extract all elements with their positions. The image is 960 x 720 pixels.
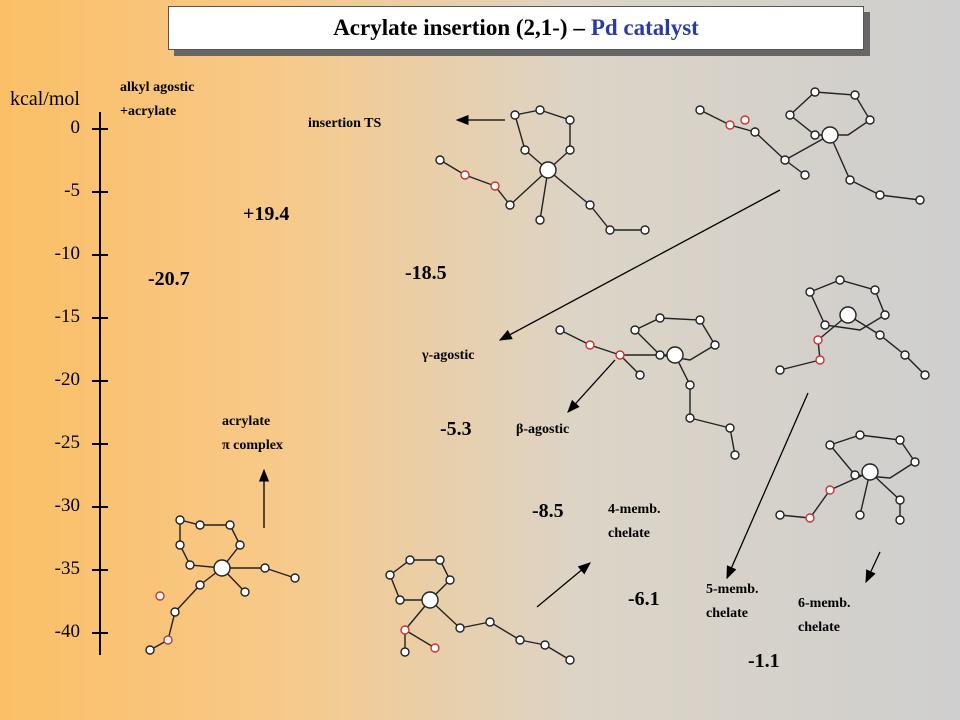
reaction-arrows bbox=[258, 114, 881, 608]
molecule-beta-agostic bbox=[555, 313, 740, 460]
tick-0: 0 bbox=[70, 117, 81, 138]
label-acrylate-line2: π complex bbox=[222, 438, 283, 453]
label-6memb-line2: chelate bbox=[798, 620, 840, 635]
molecule-5memb-chelate bbox=[775, 275, 930, 380]
energy-gamma-agostic: -18.5 bbox=[405, 262, 447, 284]
arrow-to-6memb bbox=[865, 551, 881, 584]
label-acrylate-complex: acrylate π complex bbox=[222, 410, 283, 458]
label-5memb-line1: 5-memb. bbox=[706, 582, 759, 597]
label-insertion-ts: insertion TS bbox=[308, 116, 382, 131]
label-alkyl-agostic: alkyl agostic +acrylate bbox=[120, 76, 194, 124]
title-highlight: Pd catalyst bbox=[590, 15, 699, 40]
tick-20: -20 bbox=[54, 369, 80, 390]
energy-4memb-chelate: -8.5 bbox=[532, 500, 564, 522]
molecule-alkyl-agostic bbox=[385, 555, 575, 665]
label-6memb-line1: 6-memb. bbox=[798, 596, 851, 611]
label-4memb-line2: chelate bbox=[608, 526, 650, 541]
label-acrylate-line1: acrylate bbox=[222, 414, 271, 429]
label-5memb-line2: chelate bbox=[706, 606, 748, 621]
label-4memb-line1: 4-memb. bbox=[608, 502, 661, 517]
label-alkyl-agostic-line1: alkyl agostic bbox=[120, 80, 195, 95]
molecule-insertion-ts bbox=[435, 105, 650, 235]
arrow-to-beta bbox=[567, 359, 616, 413]
molecule-gamma-agostic bbox=[695, 87, 925, 205]
label-6memb-chelate: 6-memb. chelate bbox=[798, 592, 851, 640]
title-text: Acrylate insertion (2,1-) – bbox=[333, 15, 585, 40]
energy-insertion-ts: +19.4 bbox=[243, 203, 290, 225]
tick-30: -30 bbox=[54, 495, 80, 516]
tick-15: -15 bbox=[54, 306, 80, 327]
molecule-acrylate-complex bbox=[145, 515, 300, 655]
tick-40: -40 bbox=[54, 621, 80, 642]
molecule-6memb-chelate bbox=[775, 430, 920, 525]
energy-axis bbox=[92, 112, 108, 655]
tick-25: -25 bbox=[54, 432, 80, 453]
energy-5memb-chelate: -6.1 bbox=[628, 588, 660, 610]
label-beta-agostic: β-agostic bbox=[516, 422, 570, 437]
arrow-to-4memb bbox=[536, 562, 592, 608]
arrow-to-5memb bbox=[726, 392, 809, 580]
tick-5: -5 bbox=[64, 180, 80, 201]
tick-35: -35 bbox=[54, 558, 80, 579]
label-gamma-agostic: γ-agostic bbox=[422, 348, 475, 363]
energy-alkyl-agostic: -20.7 bbox=[148, 268, 190, 290]
energy-beta-agostic: -5.3 bbox=[440, 418, 472, 440]
energy-6memb-chelate: -1.1 bbox=[748, 650, 780, 672]
arrow-to-gamma bbox=[498, 189, 781, 341]
label-alkyl-agostic-line2: +acrylate bbox=[120, 104, 177, 119]
title-box: Acrylate insertion (2,1-) – Pd catalyst bbox=[168, 6, 864, 50]
label-5memb-chelate: 5-memb. chelate bbox=[706, 578, 759, 626]
label-4memb-chelate: 4-memb. chelate bbox=[608, 498, 661, 546]
axis-unit: kcal/mol bbox=[10, 88, 80, 110]
tick-10: -10 bbox=[54, 243, 80, 264]
